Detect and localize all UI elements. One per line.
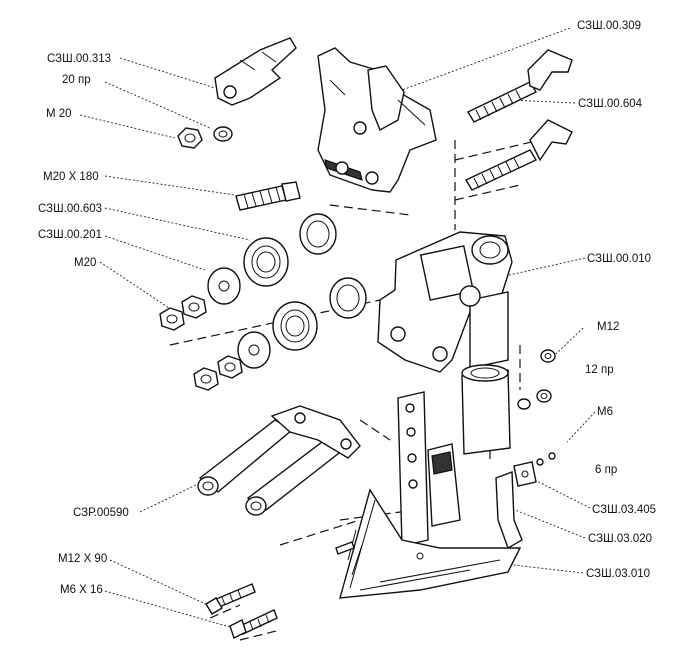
label-m6: М6 (597, 406, 613, 418)
post-assembly (397, 391, 461, 547)
label-csh-00-201: СЗШ.00.201 (38, 229, 102, 241)
nut-m6-a (536, 452, 556, 466)
assembly-axis-lines (169, 49, 541, 641)
label-m20x180: М20 Х 180 (43, 171, 99, 183)
tube-010 (461, 364, 511, 455)
bushing-603-right (299, 213, 337, 255)
housing-309 (317, 47, 437, 193)
washer-201-lower (237, 331, 271, 369)
nut-m12-b (536, 389, 552, 403)
nut-m20 (177, 127, 203, 149)
part-labels: СЗШ.00.313 20 пр М 20 М20 Х 180 СЗШ.00.6… (38, 20, 656, 596)
frame-010 (377, 231, 513, 373)
nut-m20-upper (181, 295, 207, 319)
screw-share (335, 541, 355, 555)
label-csh-00-313: СЗШ.00.313 (47, 53, 111, 65)
nut-m20-lower2 (193, 367, 219, 391)
bushing-603-lower-right (329, 277, 367, 319)
nut-m20-upper2 (159, 307, 185, 331)
label-csh-00-604: СЗШ.00.604 (578, 98, 643, 110)
nut-m12-c (517, 398, 531, 410)
nut-m12-a (540, 349, 556, 363)
t-bolt-upper (467, 49, 573, 123)
label-csh-00-603: СЗШ.00.603 (38, 203, 102, 215)
nut-m20-lower (217, 355, 243, 379)
label-csh-03-020: СЗШ.03.020 (588, 533, 652, 545)
label-m20-b: М20 (74, 257, 96, 269)
t-bolt-lower (465, 119, 573, 191)
label-csh-00-010: СЗШ.00.010 (587, 253, 651, 265)
bracket-313 (214, 37, 297, 106)
plate-405 (513, 461, 537, 487)
bolt-m20x180 (235, 181, 301, 211)
label-m12: М12 (597, 321, 619, 333)
label-20-pr: 20 пр (62, 74, 91, 86)
label-12-pr: 12 пр (585, 364, 614, 376)
bolt-m12x90 (205, 583, 256, 615)
bushing-603-upper (243, 237, 289, 287)
carrier-00590 (197, 405, 361, 516)
bushing-603-lower (272, 301, 318, 351)
washer-201-upper (207, 267, 241, 305)
sweep-share-010 (339, 488, 522, 599)
label-m20-a: М 20 (46, 108, 72, 120)
leader-lines (79, 27, 596, 631)
label-6-pr: 6 пр (595, 464, 617, 476)
share-arm-020 (495, 471, 523, 550)
washer-20 (213, 126, 233, 142)
bolt-m6x16 (229, 609, 278, 639)
label-csh-00-309: СЗШ.00.309 (577, 20, 641, 32)
label-csh-03-010: СЗШ.03.010 (586, 568, 650, 580)
label-csh-03-405: СЗШ.03.405 (592, 504, 656, 516)
label-m12x90: М12 Х 90 (58, 553, 107, 565)
label-czr-00590: СЗР.00590 (73, 507, 129, 519)
label-m6x16: М6 Х 16 (60, 584, 103, 596)
